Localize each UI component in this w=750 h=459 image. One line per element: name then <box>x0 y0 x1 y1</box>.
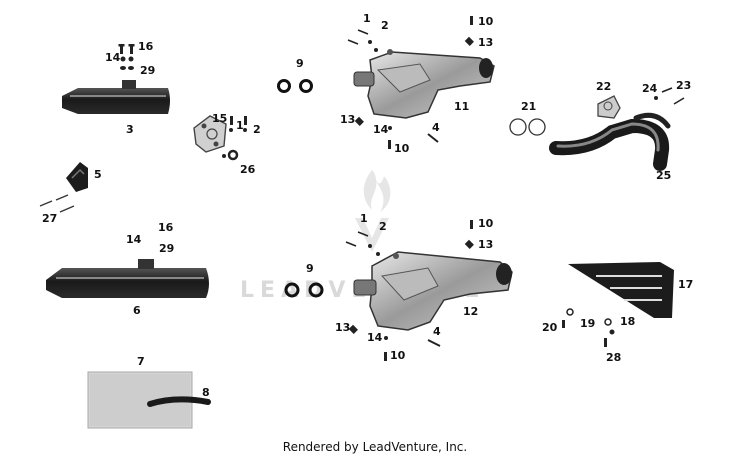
o-rings-9-upper <box>277 79 313 93</box>
hardware-18-28 <box>562 308 615 347</box>
callout-14: 14 <box>105 51 121 64</box>
callout-7: 7 <box>137 355 145 368</box>
mount-bracket <box>66 162 88 192</box>
callout-2: 2 <box>379 220 387 233</box>
callout-9: 9 <box>306 262 314 275</box>
hardware-group-lower-center <box>345 220 474 361</box>
muffler-upper <box>62 80 170 114</box>
flange-gasket-22 <box>597 95 621 119</box>
callout-4: 4 <box>432 121 440 134</box>
callout-16: 16 <box>138 40 154 53</box>
exhaust-pipe-25 <box>549 112 671 171</box>
callout-13: 13 <box>478 238 494 251</box>
callout-3: 3 <box>126 123 134 136</box>
muffler-lower <box>46 259 209 298</box>
callout-10: 10 <box>394 142 410 155</box>
callout-21: 21 <box>521 100 537 113</box>
callout-10: 10 <box>478 217 494 230</box>
hardware-group-upper-center <box>347 16 474 149</box>
callout-14: 14 <box>126 233 142 246</box>
callout-1: 1 <box>236 119 244 132</box>
callout-28: 28 <box>606 351 622 364</box>
gasket-plate <box>193 115 227 153</box>
callout-5: 5 <box>94 168 102 181</box>
callout-13: 13 <box>340 113 356 126</box>
callout-11: 11 <box>454 100 470 113</box>
callout-13: 13 <box>335 321 351 334</box>
footer-credit: Rendered by LeadVenture, Inc. <box>282 440 468 454</box>
callout-26: 26 <box>240 163 256 176</box>
o-ring-26 <box>222 149 239 161</box>
callout-1: 1 <box>363 12 371 25</box>
callout-15: 15 <box>212 112 228 125</box>
heat-shield-17 <box>568 262 674 318</box>
callout-14: 14 <box>373 123 389 136</box>
callout-4: 4 <box>433 325 441 338</box>
callout-14: 14 <box>367 331 383 344</box>
callout-2: 2 <box>253 123 261 136</box>
callout-24: 24 <box>642 82 658 95</box>
o-rings-9-lower <box>284 282 324 298</box>
hose-8 <box>147 396 211 407</box>
callout-12: 12 <box>463 305 479 318</box>
callout-9: 9 <box>296 57 304 70</box>
expansion-chamber-lower <box>353 251 513 331</box>
callout-18: 18 <box>620 315 636 328</box>
callout-13: 13 <box>478 36 494 49</box>
hardware-23-24 <box>654 87 685 105</box>
callout-17: 17 <box>678 278 694 291</box>
callout-2: 2 <box>381 19 389 32</box>
callout-16: 16 <box>158 221 174 234</box>
seal-rings-21 <box>509 118 546 136</box>
callout-10: 10 <box>390 349 406 362</box>
callout-10: 10 <box>478 15 494 28</box>
callout-20: 20 <box>542 321 558 334</box>
callout-29: 29 <box>159 242 175 255</box>
callout-25: 25 <box>656 169 672 182</box>
watermark-flame-icon <box>355 170 391 252</box>
callout-29: 29 <box>140 64 156 77</box>
callout-23: 23 <box>676 79 692 92</box>
bolts-27 <box>39 194 75 213</box>
callout-22: 22 <box>596 80 612 93</box>
expansion-chamber-upper <box>353 49 495 119</box>
callout-8: 8 <box>202 386 210 399</box>
callout-19: 19 <box>580 317 596 330</box>
callout-27: 27 <box>42 212 58 225</box>
callout-6: 6 <box>133 304 141 317</box>
callout-1: 1 <box>360 212 368 225</box>
hardware-group-upper-left <box>118 44 247 132</box>
